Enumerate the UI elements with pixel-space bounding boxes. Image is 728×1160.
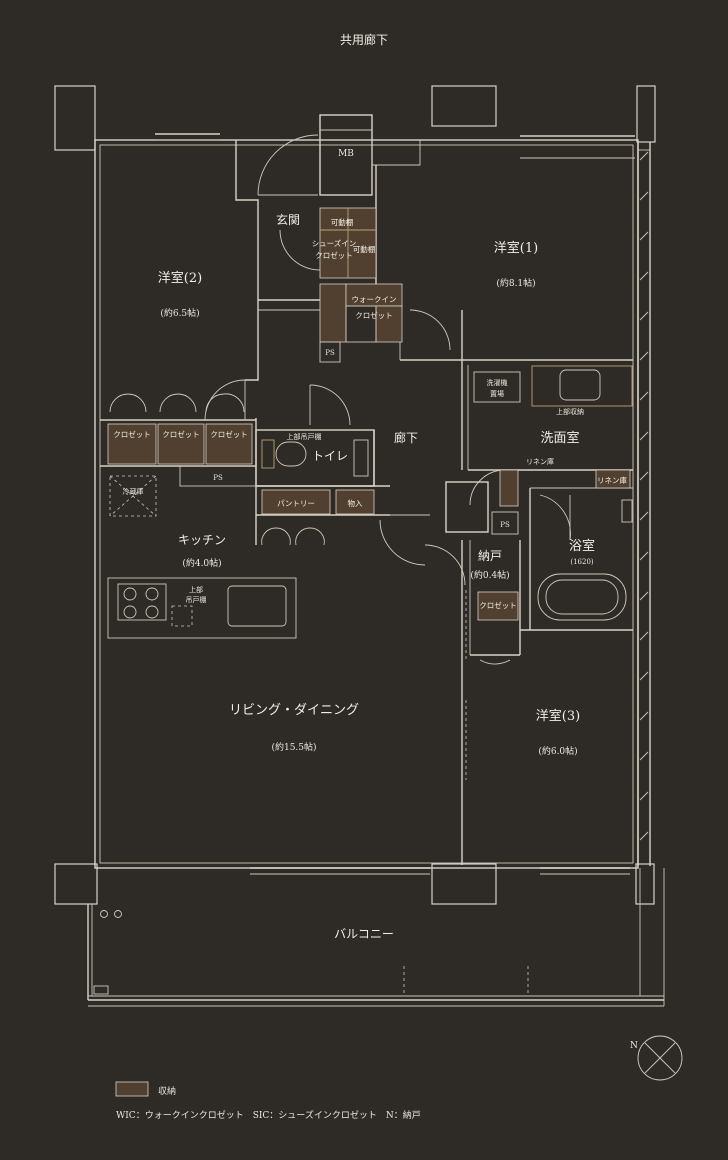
- washer-icon: [473, 371, 521, 403]
- legend-storage-label: 収納: [158, 1085, 176, 1097]
- ps-box-1: [319, 341, 341, 363]
- room-label-western3: 洋室(3): [536, 708, 580, 724]
- kadou-label-1: 可動棚: [331, 217, 354, 227]
- ps-label-2: PS: [500, 521, 510, 529]
- closet-1: [107, 423, 157, 465]
- pantry-label: パントリー: [277, 499, 315, 508]
- washroom-label: 洗面室: [540, 430, 579, 446]
- kitchen-ps-box: [179, 465, 257, 487]
- monoire-label: 物入: [348, 498, 363, 508]
- room-size-western1: (約8.1帖): [496, 277, 535, 289]
- linen-label-2: リネン庫: [597, 475, 627, 485]
- legend: 収納 WIC：ウォークインクロゼット SIC：シューズインクロゼット N：納戸: [115, 1081, 421, 1121]
- fridge-label: 冷蔵庫: [123, 487, 144, 496]
- upper-shelf-label-kitchen-1: 上部: [189, 585, 203, 594]
- wash-basin-icon: [559, 369, 601, 401]
- upper-shelf-label-kitchen-2: 吊戸棚: [186, 595, 207, 604]
- toilet-tank: [261, 439, 275, 469]
- balcony-area: [87, 868, 665, 1007]
- room-size-western3: (約6.0帖): [538, 745, 577, 757]
- closet-label-2: クロゼット: [162, 429, 200, 439]
- balcony-label: バルコニー: [334, 927, 394, 941]
- fridge-icon: [109, 475, 157, 517]
- outlet-icon: [114, 910, 122, 918]
- sic-label-1: シューズイン: [312, 238, 357, 248]
- ps-label-3: PS: [213, 474, 223, 482]
- living-size: (約15.5帖): [271, 741, 316, 753]
- bathtub-icon: [537, 573, 627, 621]
- column-bottom-left: [54, 863, 98, 905]
- closet-room3: [477, 591, 519, 621]
- fixtures: [100, 341, 633, 918]
- hallway-label: 廊下: [394, 430, 418, 445]
- fixture-labels: PS PS PS 可動棚 シューズイン クロゼット 可動棚 ウォークイン クロゼ…: [113, 217, 627, 610]
- structural-walls: [54, 85, 656, 905]
- toilet-label: トイレ: [312, 449, 348, 463]
- nando-size: (約0.4帖): [470, 569, 509, 581]
- closet-2: [157, 423, 205, 465]
- ps-box-2: [491, 511, 519, 535]
- linen-storage-2: [499, 469, 519, 507]
- legend-notes: WIC：ウォークインクロゼット SIC：シューズインクロゼット N：納戸: [116, 1109, 421, 1121]
- wic-label-1: ウォークイン: [352, 295, 397, 304]
- entrance-label: 玄関: [276, 212, 300, 227]
- inner-wall: [99, 144, 634, 864]
- upper-storage-area: [531, 365, 633, 407]
- closet-label-3: クロゼット: [210, 429, 248, 439]
- room-label-western2: 洋室(2): [158, 270, 202, 286]
- common-corridor-label: 共用廊下: [340, 32, 388, 47]
- upper-storage-label: 上部収納: [556, 407, 584, 416]
- wic-storage-left: [319, 283, 347, 343]
- kadou-label-2: 可動棚: [353, 244, 376, 254]
- living-label: リビング・ダイニング: [229, 703, 359, 718]
- svg-text:N: N: [630, 1041, 638, 1051]
- right-wall-hatch: [639, 151, 649, 841]
- kitchen-counter: [107, 577, 297, 639]
- north-compass-icon: N: [630, 1035, 683, 1081]
- column-top-right: [636, 85, 656, 143]
- kitchen-size: (約4.0帖): [182, 557, 221, 569]
- column-top-left: [54, 85, 96, 151]
- monoire-storage: [335, 489, 375, 515]
- upper-shelf-label: 上部吊戸棚: [287, 432, 322, 441]
- wic-storage-right: [375, 305, 403, 343]
- washer-label-1: 洗濯機: [487, 378, 508, 387]
- outlet-icon: [100, 910, 108, 918]
- column-top-mid: [431, 85, 497, 127]
- ps-label-1: PS: [325, 349, 335, 357]
- legend-storage-swatch: [115, 1081, 149, 1097]
- room-size-western2: (約6.5帖): [160, 307, 199, 319]
- sic-label-2: クロゼット: [315, 250, 353, 260]
- closet-3: [205, 423, 253, 465]
- wic-label-2: クロゼット: [355, 310, 393, 320]
- washer-label-2: 置場: [490, 389, 504, 398]
- pantry-storage: [261, 489, 331, 515]
- cooktop-icon: [117, 583, 167, 621]
- toilet-bowl-icon: [275, 441, 307, 467]
- nando-label: 納戸: [478, 549, 502, 563]
- kitchen-label: キッチン: [178, 533, 226, 547]
- closet-label-room3: クロゼット: [479, 600, 517, 610]
- structural-pillar: [445, 481, 489, 533]
- closet-label-1: クロゼット: [113, 429, 151, 439]
- bath-size: (1620): [570, 558, 594, 566]
- bath-label: 浴室: [569, 538, 595, 554]
- column-bottom-mid: [431, 863, 497, 905]
- kitchen-sink-icon: [227, 585, 287, 627]
- room-label-western1: 洋室(1): [494, 240, 538, 256]
- column-bottom-right: [635, 863, 655, 905]
- storage-blocks: [107, 207, 633, 621]
- linen-label-1: リネン庫: [526, 457, 554, 466]
- door-swings: [109, 134, 571, 665]
- mb-label: MB: [338, 149, 354, 159]
- linen-storage: [595, 469, 631, 489]
- room-labels: 洋室(2) (約6.5帖) 洋室(1) (約8.1帖) 玄関 MB 廊下 洗面室…: [158, 149, 595, 941]
